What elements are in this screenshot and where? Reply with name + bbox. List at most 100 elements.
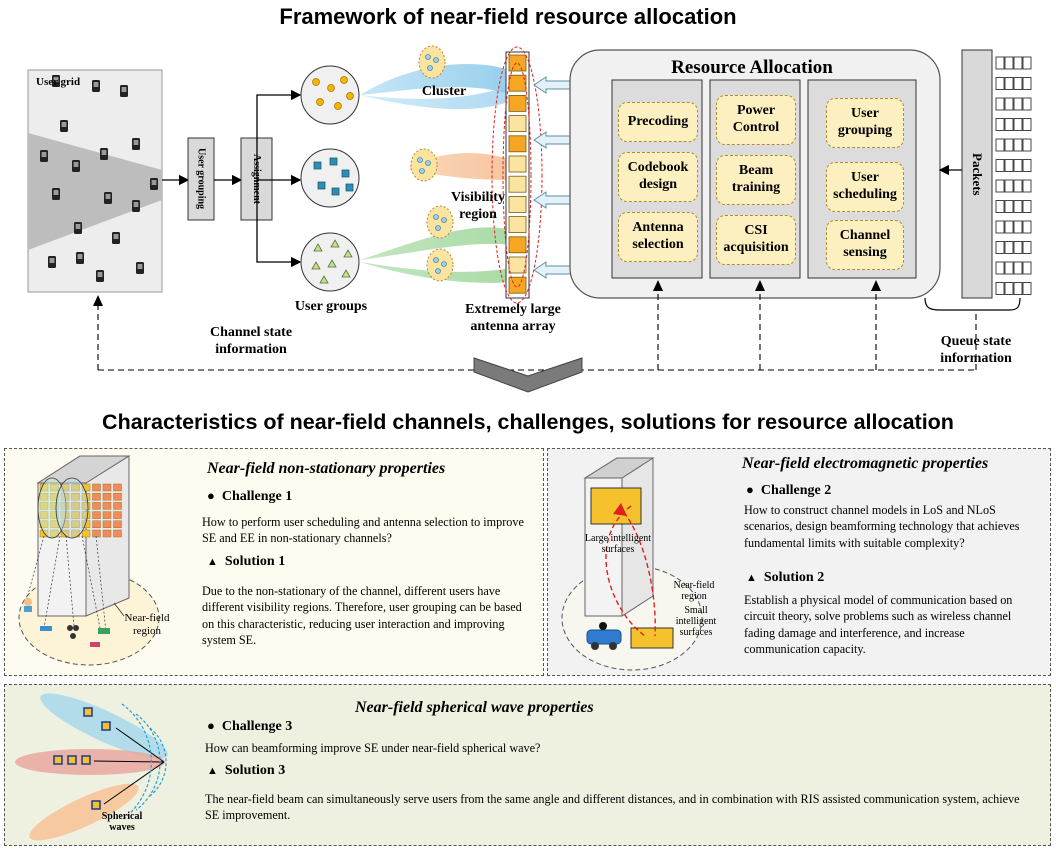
cluster-ellipses	[410, 45, 454, 282]
phone-icon	[132, 200, 140, 212]
antenna-element	[508, 236, 527, 254]
cluster-label: Cluster	[421, 84, 467, 99]
panel3-solution-heading: ▲ Solution 3	[207, 763, 286, 778]
panel3-solution-label: Solution 3	[224, 763, 286, 778]
assignment-label: Assignment	[251, 153, 262, 204]
phone-icon	[136, 262, 144, 274]
framework-title: Framework of near-field resource allocat…	[279, 4, 737, 29]
antenna-element	[508, 54, 527, 72]
panel2-small-surface-label: Small intelligent surfaces	[675, 605, 717, 638]
panel3-title: Near-field spherical wave properties	[355, 699, 594, 716]
antenna-element	[508, 175, 527, 193]
queue-buffer	[995, 159, 1032, 172]
panel1-challenge-heading: ● Challenge 1	[207, 488, 293, 504]
packets-label: Packets	[970, 152, 985, 196]
queue-buffer	[995, 56, 1032, 70]
phone-icon	[72, 160, 80, 172]
queue-buffer	[995, 77, 1032, 90]
phone-icon	[74, 222, 82, 234]
panel2-region-label: Near-field region	[673, 580, 715, 602]
queue-buffer	[995, 97, 1032, 111]
antenna-element	[508, 195, 527, 213]
antenna-element	[508, 256, 527, 274]
phone-icon	[120, 85, 128, 97]
characteristics-title: Characteristics of near-field channels, …	[102, 410, 954, 434]
antenna-element	[508, 216, 527, 234]
panel3-challenge-text: How can beamforming improve SE under nea…	[205, 741, 541, 755]
queue-buffer	[995, 118, 1032, 131]
ra-user-scheduling: User scheduling	[826, 162, 904, 212]
ra-user-grouping: User grouping	[826, 98, 904, 148]
panel2-solution-heading: ▲ Solution 2	[746, 570, 825, 585]
user-groups-label: User groups	[294, 299, 368, 314]
panel2-solution-label: Solution 2	[763, 570, 825, 585]
phone-icon	[132, 138, 140, 150]
panel3-waves-label: Spherical waves	[101, 811, 143, 833]
panel2-title: Near-field electromagnetic properties	[742, 455, 989, 472]
ra-precoding: Precoding	[618, 102, 698, 142]
panel3-challenge-heading: ● Challenge 3	[207, 718, 293, 734]
ra-antenna-selection: Antenna selection	[618, 212, 698, 262]
panel1-challenge-text: How to perform user scheduling and anten…	[202, 515, 524, 546]
phone-icon	[112, 232, 120, 244]
queue-buffer	[995, 261, 1032, 275]
queue-buffers	[995, 56, 1032, 295]
phone-icon	[52, 188, 60, 200]
ra-channel-sensing: Channel sensing	[826, 220, 904, 270]
panel3-challenge-label: Challenge 3	[221, 719, 293, 734]
phone-icon	[92, 80, 100, 92]
antenna-array-label: Extremely large antenna array	[465, 302, 561, 334]
antenna-element	[508, 115, 527, 132]
phone-icon	[40, 150, 48, 162]
down-chevron-icon	[473, 357, 583, 393]
panel1-solution-label: Solution 1	[224, 554, 286, 569]
panel1-solution-heading: ▲ Solution 1	[207, 554, 286, 569]
csi-label: Channel state information	[209, 325, 293, 357]
car-icon	[586, 622, 622, 650]
panel3-illustration	[15, 693, 168, 841]
queue-buffer	[995, 179, 1032, 193]
panel2-challenge-heading: ● Challenge 2	[746, 482, 832, 498]
queue-state-label: Queue state information	[940, 334, 1012, 366]
phone-icon	[48, 256, 56, 268]
user-group-circle-3	[300, 232, 360, 292]
ra-beam-training: Beam training	[716, 155, 796, 205]
packets-block	[961, 49, 993, 299]
phone-icon	[76, 252, 84, 264]
panel1-region-label: Near-field region	[124, 612, 170, 637]
antenna-array	[505, 51, 530, 299]
queue-buffer	[995, 282, 1032, 295]
panel1-solution-text: Due to the non-stationary of the channel…	[202, 584, 522, 648]
phone-icon	[150, 178, 158, 190]
panel1-illustration	[18, 455, 160, 666]
user-grouping-block	[187, 137, 215, 221]
panel1-title: Near-field non-stationary properties	[207, 460, 446, 477]
panel2-solution-text: Establish a physical model of communicat…	[744, 593, 1013, 657]
phone-icon	[60, 120, 68, 132]
user-grid-label: User grid	[36, 76, 81, 88]
antenna-element	[508, 155, 527, 173]
panel1-challenge-label: Challenge 1	[221, 489, 293, 504]
user-grid	[27, 69, 163, 293]
queue-buffer	[995, 200, 1032, 213]
panel2-challenge-label: Challenge 2	[760, 483, 832, 498]
panel3-solution-text: The near-field beam can simultaneously s…	[205, 792, 1020, 823]
ra-power-control: Power Control	[716, 95, 796, 145]
antenna-element	[508, 276, 527, 294]
panel-spherical-wave	[4, 684, 1051, 846]
panel2-illustration	[561, 457, 703, 671]
user-grouping-label: User grouping	[195, 148, 207, 210]
queue-buffer	[995, 220, 1032, 234]
ra-codebook-design: Codebook design	[618, 152, 698, 202]
antenna-element	[508, 135, 527, 153]
antenna-element	[508, 95, 527, 112]
phone-icon	[104, 192, 112, 204]
phone-icon	[52, 75, 60, 87]
panel2-large-surface-label: Large intelligent surfaces	[584, 533, 652, 555]
visibility-region-label: Visibility region	[451, 190, 505, 222]
ra-csi-acquisition: CSI acquisition	[716, 215, 796, 265]
user-phones	[40, 75, 158, 282]
queue-buffer	[995, 138, 1032, 152]
phone-icon	[96, 270, 104, 282]
resource-allocation-title: Resource Allocation	[671, 57, 833, 78]
